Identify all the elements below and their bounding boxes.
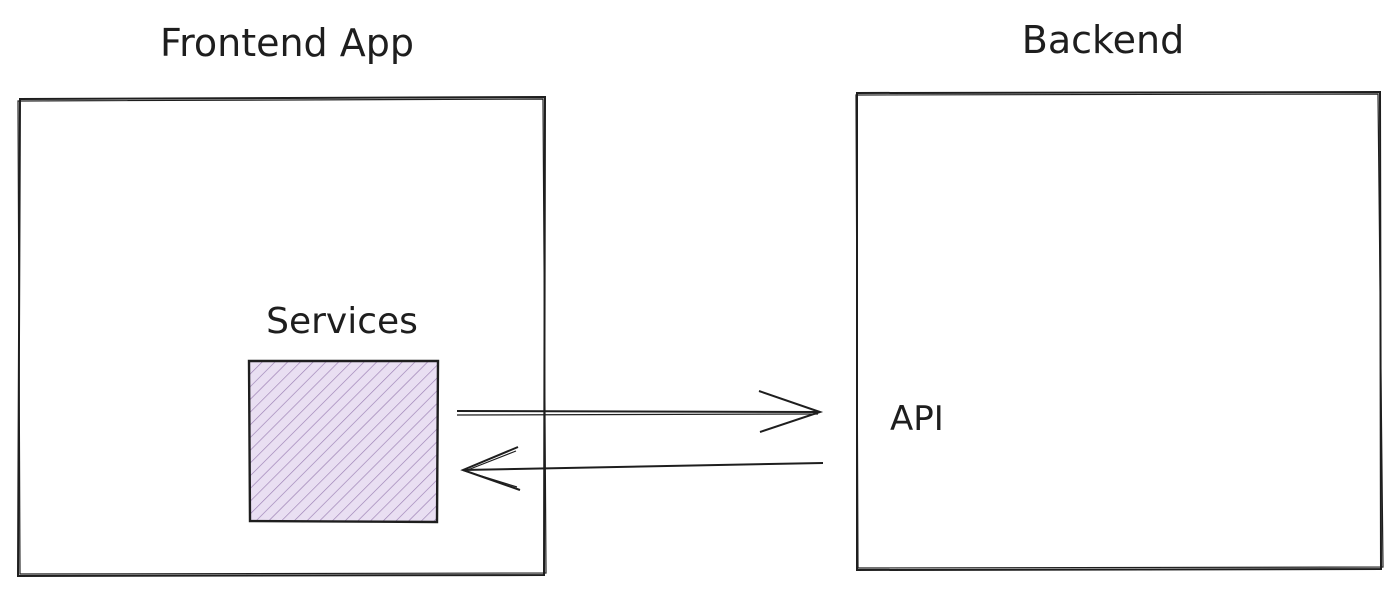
frontend-app-box (16, 95, 547, 578)
services-label: Services (266, 301, 418, 342)
frontend-app-title: Frontend App (160, 21, 414, 65)
response-arrow (460, 446, 824, 491)
services-box (247, 359, 440, 524)
api-label: API (890, 399, 944, 439)
backend-box (855, 90, 1384, 572)
request-arrow (456, 390, 824, 433)
backend-title: Backend (1022, 18, 1184, 62)
